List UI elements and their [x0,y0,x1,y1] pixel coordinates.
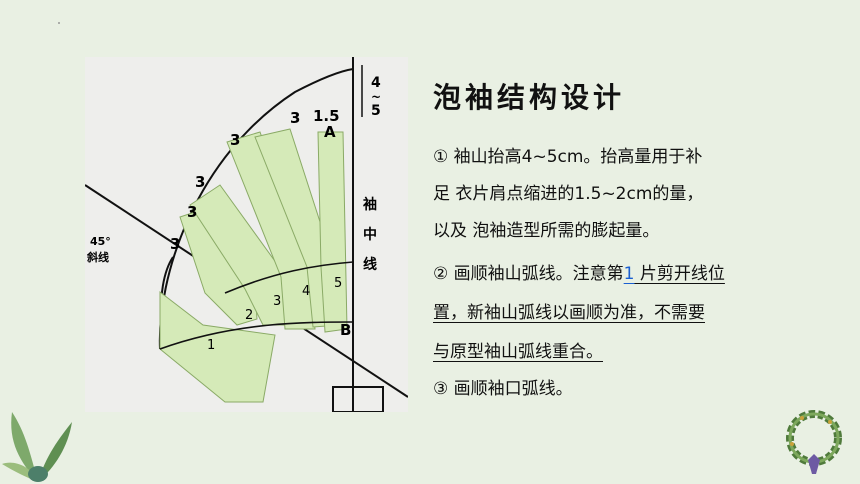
para2-line3: 与原型袖山弧线重合。 [433,342,603,362]
para1-line2: 足 衣片肩点缩进的1.5~2cm的量， [433,184,704,204]
bias-line-label: 45°斜线 [86,235,111,264]
pattern-pieces [159,128,348,403]
spread-label-5: 3 [170,235,180,253]
plant-decoration-icon [2,412,72,482]
para2-line2: 置，新袖山弧线以画顺为准，不需要 [433,303,705,323]
para1-line3: 以及 泡袖造型所需的膨起量。 [433,221,660,241]
piece-number-1: 1 [207,338,215,353]
para1-line1: ① 袖山抬高4~5cm。抬高量用于补 [433,147,703,167]
piece-number-2: 2 [245,308,253,323]
para2-line1: ② 画顺袖山弧线。注意第1 片剪开线位 [433,263,725,285]
piece-number-4: 4 [302,284,310,299]
slide-title: 泡袖结构设计 [433,81,626,114]
piece-6 [317,131,348,333]
para3: ③ 画顺袖口弧线。 [433,379,573,399]
top-measure-tilde: ~ [371,90,381,104]
spread-label-2: 3 [230,131,240,149]
top-measure-label: 4 [371,75,381,91]
spread-label-3: 3 [195,173,205,191]
diagram-svg: 4 ~ 5 1.5 A B 3 3 3 3 3 1 2 3 4 5 45°斜线 … [84,57,409,413]
sleeve-center-label: 袖中线 [363,196,377,273]
spread-label-4: 3 [187,203,197,221]
para2-line1-a: ② 画顺袖山弧线。注意第 [433,264,624,284]
top-measure-5: 5 [371,103,381,119]
point-a-label: A [324,123,336,141]
para2-line1-b: 片剪开线位 [634,264,725,284]
spread-label-1: 3 [290,109,300,127]
puff-sleeve-diagram: 4 ~ 5 1.5 A B 3 3 3 3 3 1 2 3 4 5 45°斜线 … [84,57,409,413]
piece-number-5: 5 [334,276,342,291]
decorative-dot [58,22,60,24]
cut-line-upper [224,261,354,294]
text-cursor: 1 [623,264,635,284]
cut-line-lower [159,321,354,350]
measure-1-5-label: 1.5 [313,107,340,125]
bottom-box [332,386,384,413]
piece-number-3: 3 [273,294,281,309]
point-b-label: B [340,321,351,339]
wreath-decoration-icon [786,410,842,474]
piece-4 [226,131,316,330]
